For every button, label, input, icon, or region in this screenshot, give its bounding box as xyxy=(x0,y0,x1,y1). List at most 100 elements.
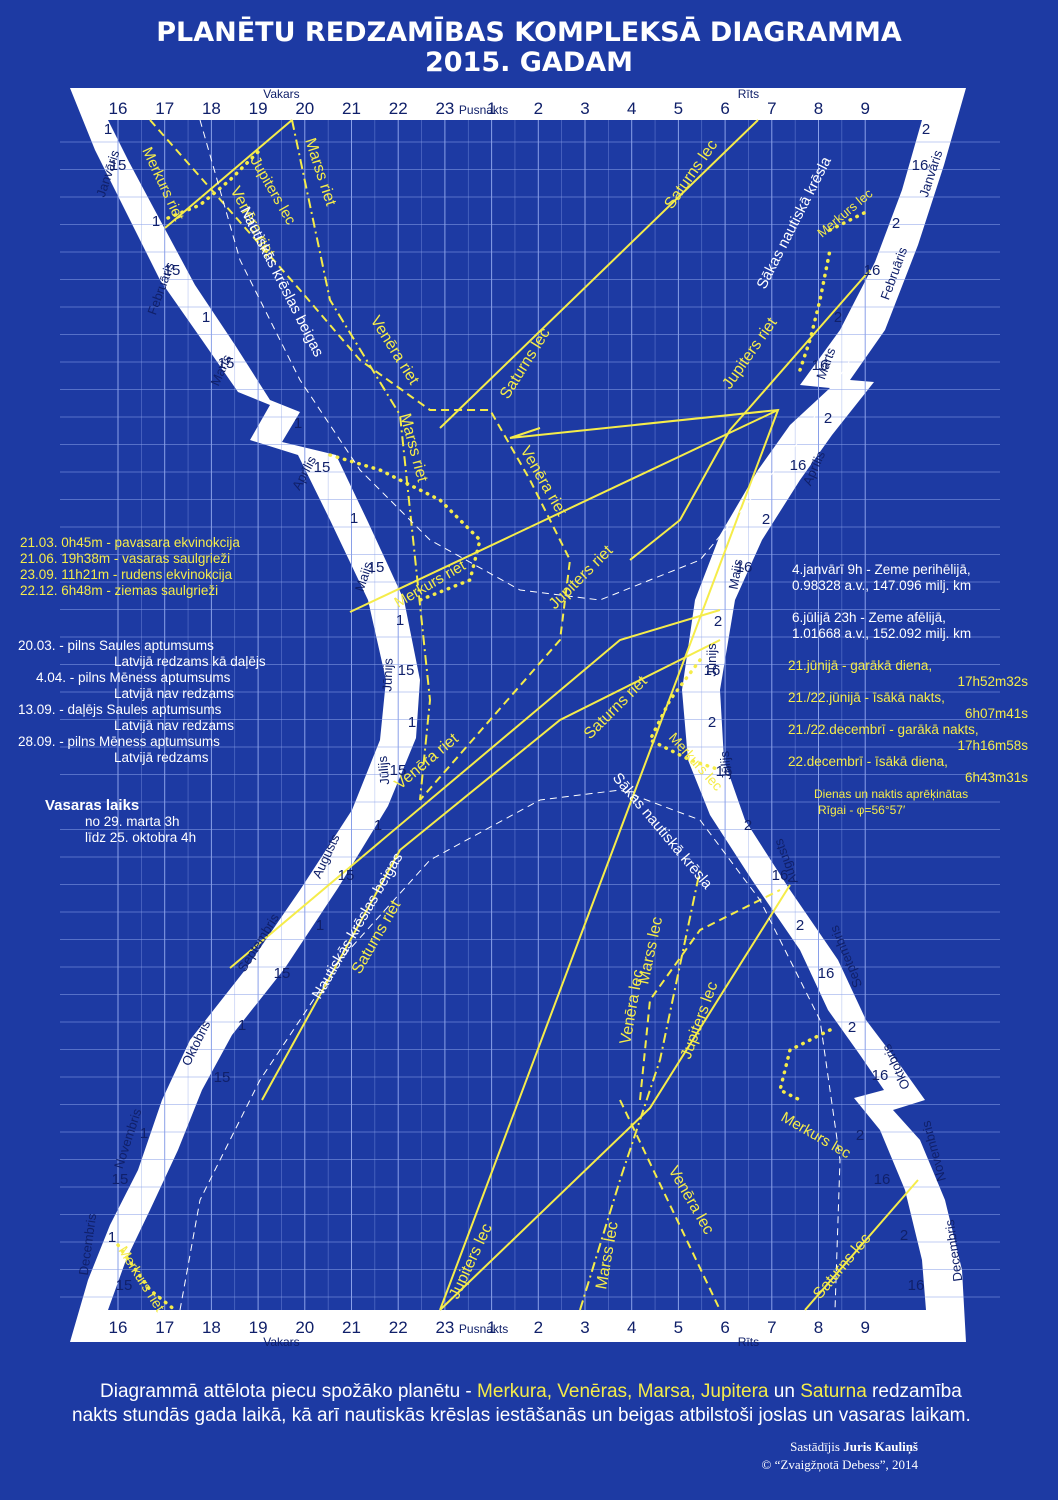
day-mark-left: 15 xyxy=(274,965,291,982)
eclipse-line: 20.03. - pilns Saules aptumsums xyxy=(18,638,214,653)
merkurs-lec-dots xyxy=(828,208,872,232)
day-mark-left: 15 xyxy=(164,262,181,279)
hour-label-bottom: 1 xyxy=(487,1318,496,1337)
earth-line: 4.janvārī 9h - Zeme perihēlijā, xyxy=(792,562,971,577)
hour-label-bottom: 7 xyxy=(767,1318,776,1337)
day-mark-right: 2 xyxy=(834,309,842,326)
hour-label-top: 22 xyxy=(389,99,408,118)
equinox-line: 22.12. 6h48m - ziemas saulgrieži xyxy=(20,583,219,598)
eclipse-line: Latvijā redzams kā daļējs xyxy=(114,654,266,669)
day-mark-right: 16 xyxy=(772,867,789,884)
merkurs-riet-dots-2 xyxy=(328,453,482,602)
day-mark-left: 1 xyxy=(294,415,302,432)
day-mark-left: 15 xyxy=(214,1069,231,1086)
day-mark-right: 2 xyxy=(744,817,752,834)
saturns-riet-curve xyxy=(439,408,780,1311)
hour-label-bottom: 6 xyxy=(720,1318,729,1337)
hour-label-top: 23 xyxy=(435,99,454,118)
visibility-curves xyxy=(116,119,919,1312)
day-mark-right: 16 xyxy=(704,662,721,679)
summer-time-title: Vasaras laiks xyxy=(45,797,140,814)
saturns-lec-curve xyxy=(439,119,759,429)
day-mark-left: 15 xyxy=(112,1171,129,1188)
venera-lec-upper xyxy=(639,889,781,1101)
title-line-2: 2015. GADAM xyxy=(424,47,634,78)
footer-intro: Diagrammā attēlota piecu spožāko planētu… xyxy=(100,1381,478,1402)
equinox-line: 21.06. 19h38m - vasaras saulgrieži xyxy=(20,551,231,566)
day-line: 6h43m31s xyxy=(964,770,1028,785)
diagram-field xyxy=(108,120,926,1310)
hour-label-top: 9 xyxy=(860,99,869,118)
day-mark-right: 16 xyxy=(908,1277,925,1294)
merkurs-lec-dots-4 xyxy=(777,1028,832,1102)
hour-label-top: 3 xyxy=(580,99,589,118)
hour-label-bottom: 20 xyxy=(295,1318,314,1337)
month-label-right: Maijs xyxy=(726,557,746,590)
hour-label-top: 8 xyxy=(814,99,823,118)
equinox-line: 21.03. 0h45m - pavasara ekvinokcija xyxy=(20,535,240,550)
jupiters-riet-curve xyxy=(261,639,721,1101)
day-mark-left: 1 xyxy=(140,1125,148,1142)
hour-label-top: 18 xyxy=(202,99,221,118)
day-mark-left: 1 xyxy=(408,714,416,731)
hour-label-top: 4 xyxy=(627,99,636,118)
merkurs-lec-dots-2 xyxy=(798,248,832,372)
day-mark-right: 2 xyxy=(708,714,716,731)
earth-line: 1.01668 a.v., 152.092 milj. km xyxy=(792,626,972,641)
nautiska-lower-curve xyxy=(179,789,841,1311)
day-mark-right: 2 xyxy=(848,1019,856,1036)
day-line: 17h16m58s xyxy=(957,738,1028,753)
day-mark-right: 16 xyxy=(864,262,881,279)
hour-label-top: 17 xyxy=(155,99,174,118)
day-mark-right: 16 xyxy=(716,763,733,780)
day-mark-left: 1 xyxy=(350,510,358,527)
jupiters-lec-curve-lower xyxy=(439,884,791,1311)
jupiters-riet-upper xyxy=(629,269,871,561)
credit-author: Juris Kauliņš xyxy=(843,1439,918,1454)
day-mark-right: 2 xyxy=(900,1227,908,1244)
footer-planets: Merkura, Venēras, Marsa, Jupitera xyxy=(477,1381,769,1402)
saturns-line xyxy=(349,409,779,613)
hour-label-top: 21 xyxy=(342,99,361,118)
hour-grid xyxy=(60,120,1000,1310)
day-line: Rīgai - φ=56°57′ xyxy=(818,803,906,817)
morning-label-bottom: Rīts xyxy=(738,1335,759,1349)
day-line: 21./22.decembrī - garākā nakts, xyxy=(788,722,979,737)
morning-label-top: Rīts xyxy=(738,87,759,101)
summer-time-panel: Vasaras laiks no 29. marta 3h līdz 25. o… xyxy=(45,798,196,846)
day-mark-right: 16 xyxy=(872,1067,889,1084)
nautiskas-krēslas-curve xyxy=(199,119,851,601)
evening-label-top: Vakars xyxy=(263,87,299,101)
eclipse-line: 13.09. - daļējs Saules aptumsums xyxy=(18,702,222,717)
day-line: 17h52m32s xyxy=(957,674,1028,689)
hour-label-bottom: 9 xyxy=(860,1318,869,1337)
hour-label-top: 6 xyxy=(720,99,729,118)
eclipse-line: Latvijā nav redzams xyxy=(114,686,235,701)
day-mark-right: 2 xyxy=(892,215,900,232)
month-label-left: Jūnijs xyxy=(379,657,395,691)
day-mark-right: 16 xyxy=(790,457,807,474)
footer-and: un xyxy=(768,1381,795,1402)
hour-label-bottom: 23 xyxy=(435,1318,454,1337)
earth-line: 0.98328 a.v., 147.096 milj. km xyxy=(792,578,972,593)
day-mark-left: 15 xyxy=(338,867,355,884)
earth-line: 6.jūlijā 23h - Zeme afēlijā, xyxy=(792,610,946,625)
day-line: 21.jūnijā - garākā diena, xyxy=(788,658,933,673)
hour-label-top: 2 xyxy=(534,99,543,118)
month-label-right: Jūlijs xyxy=(717,750,735,781)
midnight-label-bottom: Pusnakts xyxy=(459,1322,508,1336)
hour-label-top: 1 xyxy=(487,99,496,118)
day-mark-right: 16 xyxy=(736,559,753,576)
day-mark-left: 15 xyxy=(398,662,415,679)
hour-label-bottom: 18 xyxy=(202,1318,221,1337)
hour-label-top: 7 xyxy=(767,99,776,118)
day-mark-left: 1 xyxy=(316,917,324,934)
hour-label-bottom: 5 xyxy=(674,1318,683,1337)
day-mark-right: 2 xyxy=(714,613,722,630)
marss-lec-curve xyxy=(579,869,701,1311)
day-mark-right: 2 xyxy=(762,511,770,528)
month-label-left: Jūlijs xyxy=(375,755,393,786)
merkurs-riet-dots xyxy=(166,148,262,220)
marss-riet-curve xyxy=(291,119,432,801)
